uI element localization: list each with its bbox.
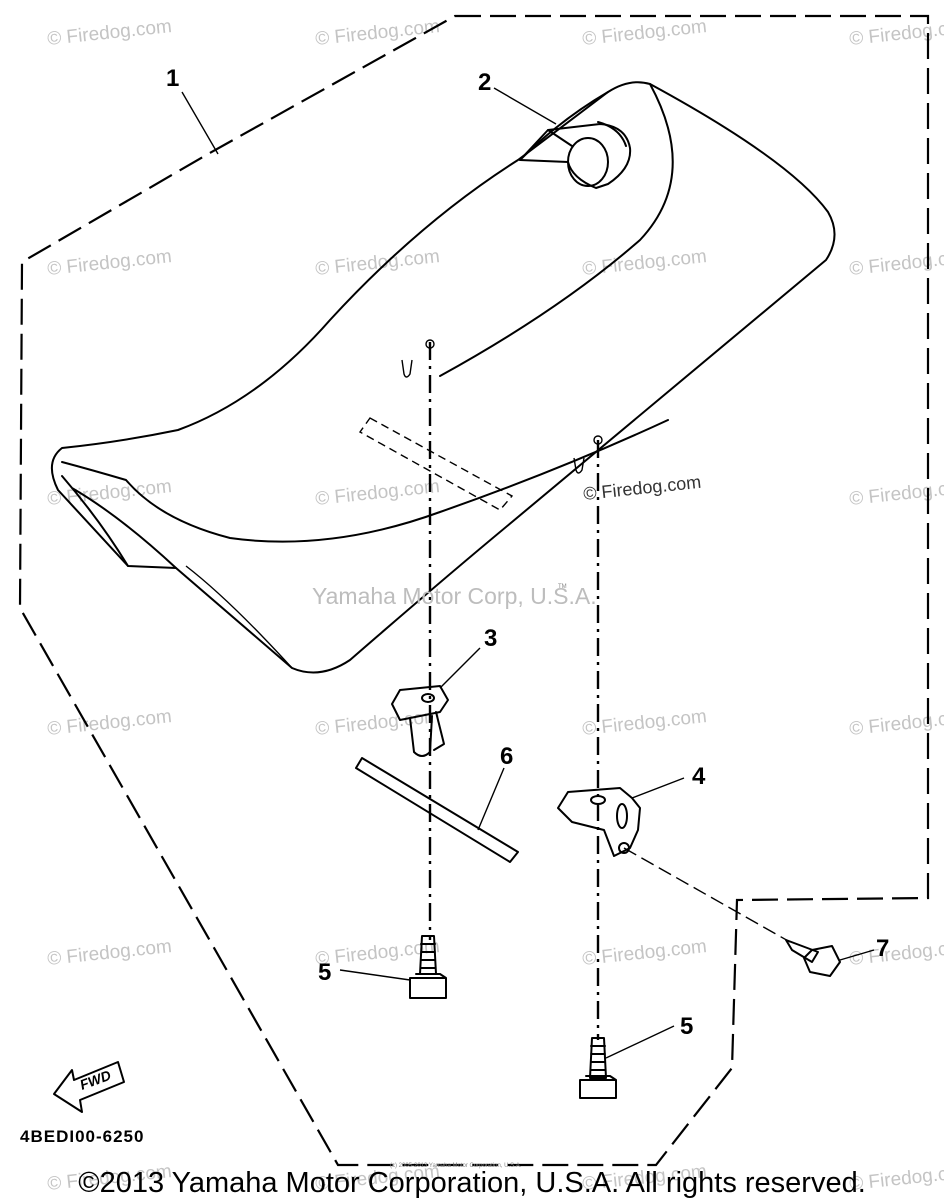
bracket-3-body: [391, 685, 449, 721]
leader-4: [631, 777, 685, 799]
leader-2: [493, 87, 557, 125]
yamaha-center-watermark: Yamaha Motor Corp, U.S.A.: [312, 583, 597, 609]
watermark: © Firedog.com: [314, 476, 440, 510]
u-marker-front: [401, 359, 413, 378]
watermark: © Firedog.com: [581, 936, 707, 970]
seat-nose-underside: [61, 475, 177, 569]
bracket-3-hole: [421, 693, 435, 703]
watermark: © Firedog.com: [314, 706, 440, 740]
watermark: © Firedog.com: [848, 476, 944, 510]
fwd-arrow-icon: [53, 1061, 125, 1113]
watermark: © Firedog.com: [46, 246, 172, 280]
bolt-5-front-head: [409, 973, 447, 999]
pin-marker-rear: [593, 435, 603, 445]
pin-marker-front: [425, 339, 435, 349]
leader-7: [839, 949, 875, 961]
callout-5-front: 5: [318, 959, 331, 986]
bolt-7-shank: [785, 939, 819, 963]
tm-mark: TM: [558, 584, 567, 590]
callout-1: 1: [166, 65, 179, 92]
bolt-part-5-rear: [579, 1037, 617, 1099]
bolt-5-rear-shank: [589, 1037, 607, 1079]
watermark: © Firedog.com: [848, 706, 944, 740]
bracket-4-pin: [618, 842, 630, 854]
hook-body: [519, 123, 632, 189]
bolt-part-7: [785, 939, 841, 977]
bolt-7-head: [803, 945, 841, 977]
assembly-boundary: [18, 14, 930, 1167]
callout-2: 2: [478, 69, 491, 96]
watermark: © Firedog.com: [314, 246, 440, 280]
watermark: © Firedog.com: [581, 16, 707, 50]
seat-outline: [51, 81, 836, 674]
callout-3: 3: [484, 625, 497, 652]
bracket-3-leg: [409, 711, 445, 757]
bracket-part-4: [557, 787, 641, 857]
seat-nose-inner: [61, 419, 669, 543]
bolt-part-5-front: [409, 935, 447, 999]
strip-part-6: [355, 757, 519, 863]
seat-recess-outline: [358, 417, 514, 511]
hook-ring: [567, 137, 609, 187]
hook-top: [547, 121, 627, 147]
copyright-footer: ©2013 Yamaha Motor Corporation, U.S.A. A…: [78, 1167, 866, 1199]
leader-1: [181, 91, 219, 155]
seat-rear-crease: [439, 83, 674, 377]
leader-3: [439, 647, 481, 689]
leader-5-front: [339, 969, 411, 981]
bracket-4-slot: [616, 803, 628, 829]
watermark: © Firedog.com: [581, 246, 707, 280]
part-code: 4BEDI00-6250: [20, 1127, 144, 1146]
watermark: © Firedog.com: [848, 246, 944, 280]
bolt-5-rear-head: [579, 1075, 617, 1099]
tiny-copyright-notice: (c) 2005-2013 Yamaha Motor Corporation, …: [390, 1163, 522, 1169]
bracket-4-body: [557, 787, 641, 857]
callout-5-rear: 5: [680, 1013, 693, 1040]
watermark: © Firedog.com: [46, 16, 172, 50]
watermark: © Firedog.com: [314, 16, 440, 50]
callout-6: 6: [500, 743, 513, 770]
watermark: © Firedog.com: [46, 706, 172, 740]
watermark: © Firedog.com: [581, 706, 707, 740]
leader-6: [477, 767, 505, 831]
watermark: © Firedog.com: [46, 936, 172, 970]
seat-under-line: [185, 565, 293, 669]
callout-7: 7: [876, 935, 889, 962]
hook-part-2: [519, 121, 632, 189]
bracket-part-3: [391, 685, 449, 757]
u-marker-rear: [573, 457, 585, 474]
center-line-bolt-7: [623, 847, 791, 943]
callout-4: 4: [692, 763, 706, 790]
leader-5-rear: [605, 1025, 675, 1059]
bracket-4-hole: [590, 795, 606, 805]
firedog-center-watermark: © Firedog.com: [582, 472, 702, 504]
fwd-arrow: FWD: [53, 1061, 125, 1113]
watermark: © Firedog.com: [848, 16, 944, 50]
